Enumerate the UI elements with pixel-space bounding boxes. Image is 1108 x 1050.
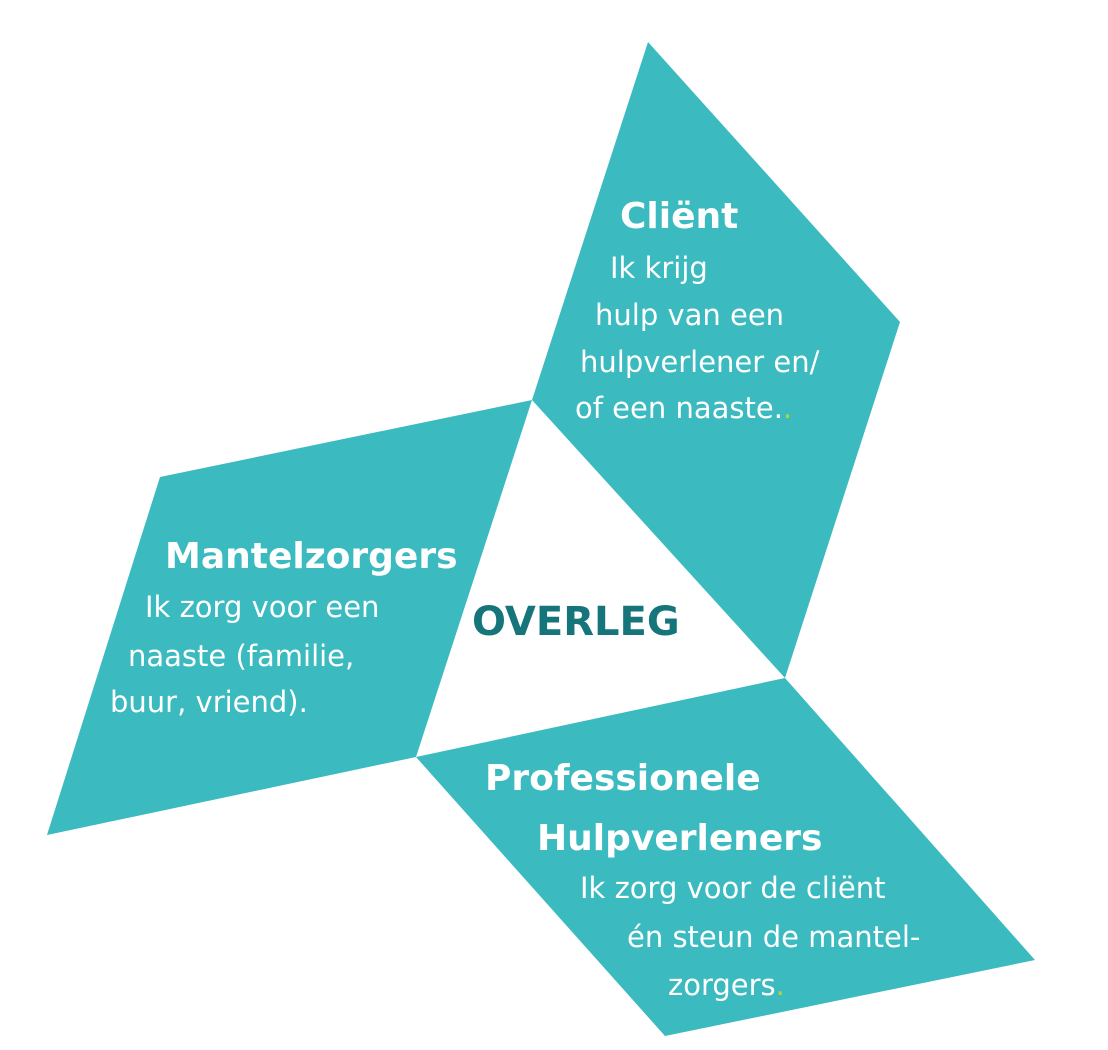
client-title: Cliënt (620, 196, 738, 237)
professionals-shape (416, 678, 1035, 1036)
caregivers-block: Mantelzorgers Ik zorg voor een naaste (f… (110, 536, 458, 719)
client-shape (532, 42, 900, 678)
professionals-line: zorgers. (668, 968, 785, 1002)
professionals-title: Professionele (485, 758, 761, 799)
client-line: hulp van een (595, 298, 784, 332)
accent-dot: . (783, 391, 792, 425)
professionals-title: Hulpverleners (537, 818, 823, 859)
client-line: hulpverlener en/ (580, 345, 820, 379)
caregivers-line: buur, vriend). (110, 685, 308, 719)
professionals-line: én steun de mantel- (627, 920, 920, 954)
client-line: Ik krijg (610, 251, 708, 285)
accent-dot: . (776, 968, 785, 1002)
caregivers-line: naaste (familie, (128, 639, 354, 673)
client-line: of een naaste.. (575, 391, 792, 425)
center-label: OVERLEG (472, 599, 680, 645)
client-line-text: of een naaste. (575, 391, 783, 425)
caregivers-shape (47, 400, 532, 835)
professionals-block: Professionele Hulpverleners Ik zorg voor… (485, 758, 920, 1002)
caregivers-line: Ik zorg voor een (145, 590, 379, 624)
professionals-line: Ik zorg voor de cliënt (580, 871, 885, 905)
professionals-line-text: zorgers (668, 968, 776, 1002)
client-block: Cliënt Ik krijg hulp van een hulpverlene… (575, 196, 820, 425)
caregivers-title: Mantelzorgers (165, 536, 458, 577)
